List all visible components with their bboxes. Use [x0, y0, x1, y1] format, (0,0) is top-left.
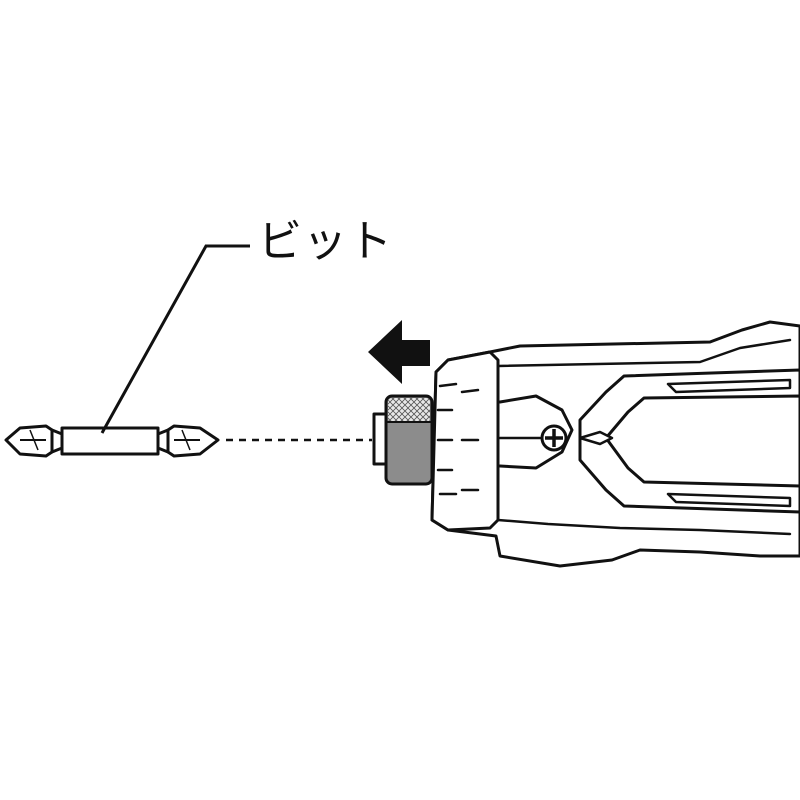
collar-knurl — [388, 398, 430, 422]
side-panel-inner — [604, 394, 800, 488]
quick-release-collar — [372, 394, 434, 486]
driver-bit — [4, 424, 220, 458]
bit-shank — [60, 426, 160, 456]
callout-leader-line — [100, 244, 250, 434]
vent-slot-lower — [666, 492, 792, 508]
arrow-left-icon — [368, 320, 430, 384]
screwdriver-body — [430, 320, 800, 568]
phillips-screw-icon — [540, 424, 568, 452]
bit-label: ビット — [258, 216, 393, 267]
vent-slot-upper — [666, 378, 792, 394]
